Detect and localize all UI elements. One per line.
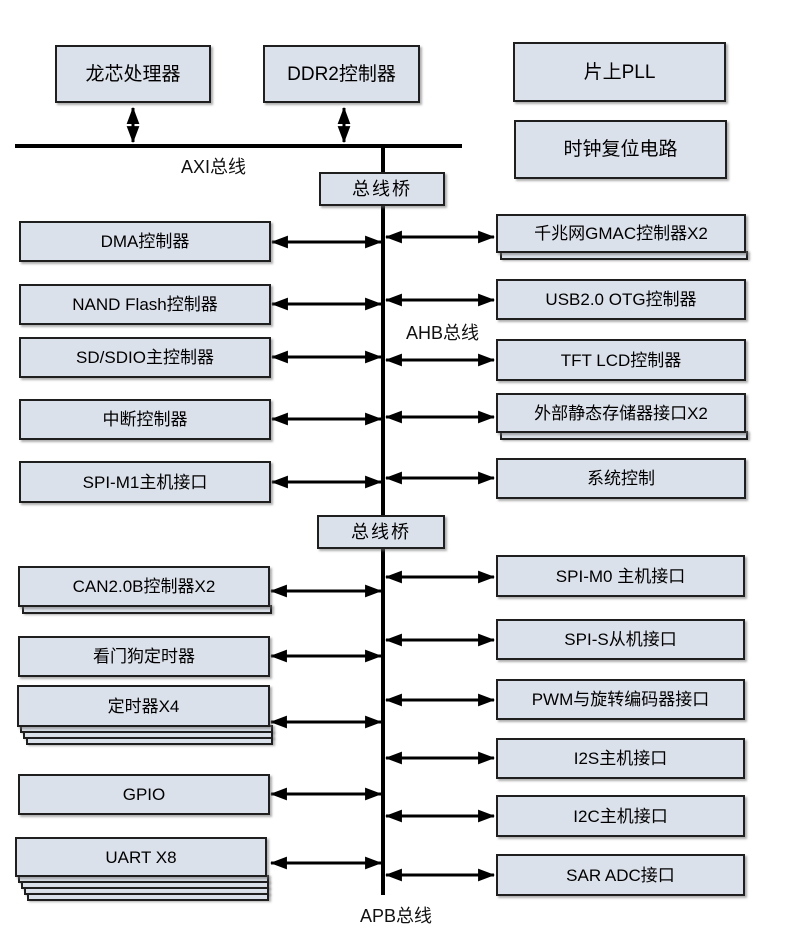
block-usb-otg: USB2.0 OTG控制器 <box>496 279 746 320</box>
block-spi-s: SPI-S从机接口 <box>496 619 745 660</box>
block-interrupt: 中断控制器 <box>19 399 271 440</box>
bus-bridge-1: 总线桥 <box>319 172 445 206</box>
block-dma: DMA控制器 <box>19 221 271 262</box>
stack-layer <box>27 893 269 901</box>
block-gmac: 千兆网GMAC控制器X2 <box>496 214 746 253</box>
block-spi-m0: SPI-M0 主机接口 <box>496 555 745 597</box>
block-cpu: 龙芯处理器 <box>55 45 211 103</box>
stack-layer <box>26 737 273 745</box>
block-sys-ctrl: 系统控制 <box>496 458 746 499</box>
label-apb-bus: APB总线 <box>360 906 433 926</box>
block-i2c: I2C主机接口 <box>496 795 745 837</box>
block-can: CAN2.0B控制器X2 <box>18 566 270 607</box>
block-ext-sram: 外部静态存储器接口X2 <box>496 393 746 433</box>
block-watchdog: 看门狗定时器 <box>18 636 270 677</box>
label-ahb-bus: AHB总线 <box>406 323 480 343</box>
block-i2s: I2S主机接口 <box>496 738 745 779</box>
bus-bridge-2: 总线桥 <box>317 515 445 549</box>
block-tft-lcd: TFT LCD控制器 <box>496 339 746 381</box>
block-pwm-encoder: PWM与旋转编码器接口 <box>496 679 745 720</box>
block-pll: 片上PLL <box>513 42 726 102</box>
block-gpio: GPIO <box>18 774 270 815</box>
block-timer: 定时器X4 <box>17 685 270 727</box>
label-axi-bus: AXI总线 <box>181 157 247 177</box>
block-ddr2: DDR2控制器 <box>263 45 420 103</box>
block-nand-flash: NAND Flash控制器 <box>19 284 271 325</box>
block-sd-sdio: SD/SDIO主控制器 <box>19 337 271 378</box>
block-uart: UART X8 <box>15 837 267 877</box>
block-sar-adc: SAR ADC接口 <box>496 854 745 896</box>
block-clock-reset: 时钟复位电路 <box>514 120 727 179</box>
block-spi-m1: SPI-M1主机接口 <box>19 461 271 503</box>
